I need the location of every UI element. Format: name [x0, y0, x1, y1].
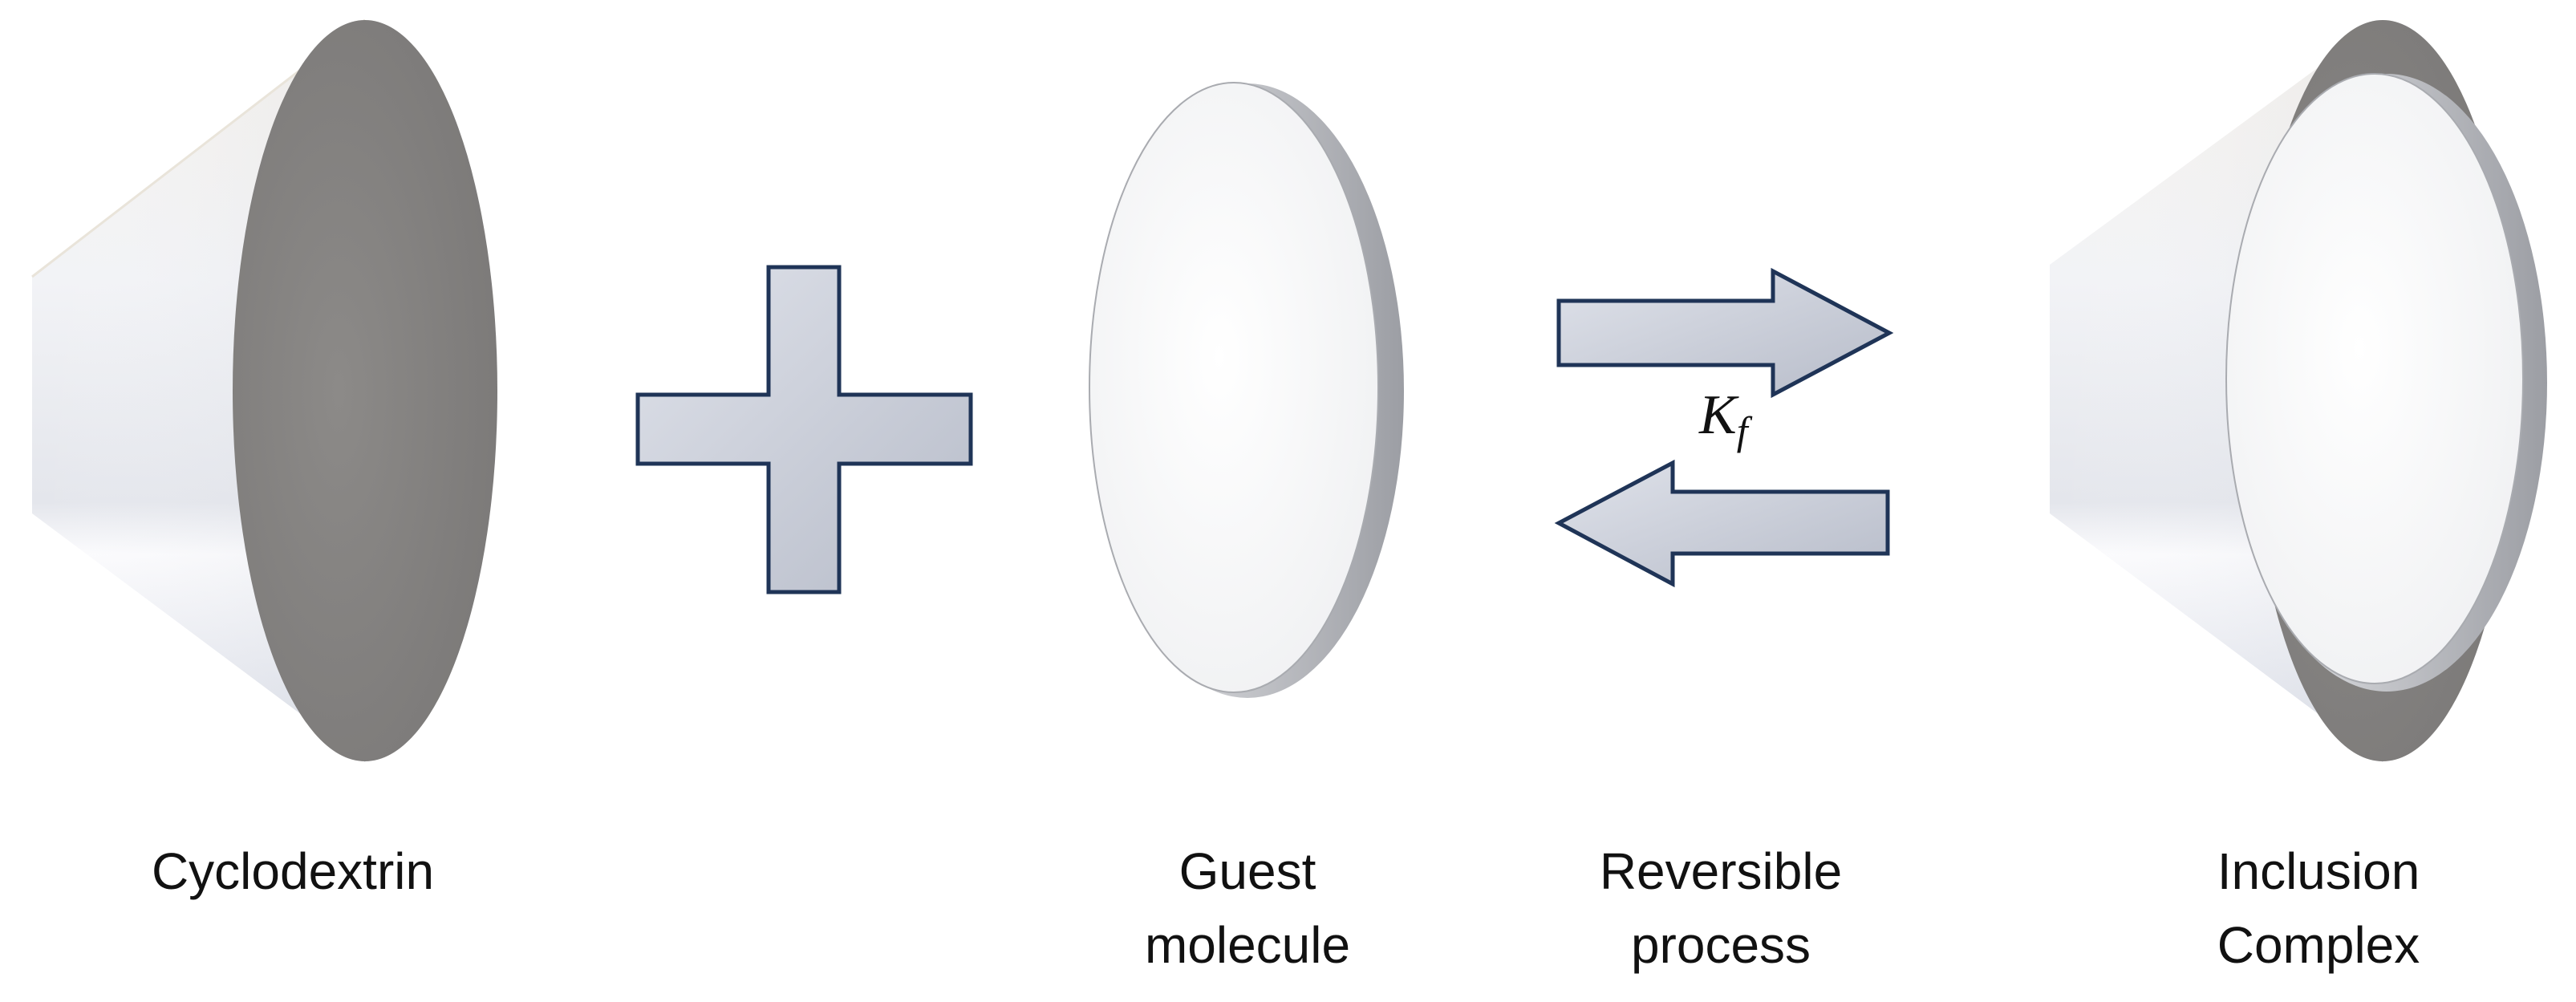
- caption-line: Cyclodextrin: [151, 842, 435, 900]
- inclusion-complex-caption: Inclusion Complex: [2158, 834, 2479, 982]
- cyclodextrin-cavity: [233, 20, 497, 761]
- guest-molecule-disc: [1089, 82, 1404, 698]
- guest-molecule-caption: Guest molecule: [1087, 834, 1408, 982]
- caption-line: Complex: [2217, 916, 2420, 974]
- caption-line: process: [1630, 916, 1811, 974]
- complex-guest-disc: [2225, 73, 2524, 684]
- cyclodextrin-caption: Cyclodextrin: [92, 834, 493, 908]
- caption-line: Guest: [1178, 842, 1316, 900]
- caption-line: Reversible: [1599, 842, 1843, 900]
- caption-line: molecule: [1144, 916, 1351, 974]
- formation-constant-label: Kf: [1699, 383, 1748, 454]
- forward-arrow: [1556, 267, 1894, 399]
- formation-constant-subscript: f: [1736, 408, 1748, 453]
- reversible-process-caption: Reversible process: [1560, 834, 1881, 982]
- inclusion-complex: [2050, 20, 2547, 762]
- cyclodextrin-cone: [31, 18, 497, 762]
- reverse-arrow: [1554, 459, 1890, 588]
- plus-sign: [635, 265, 973, 594]
- caption-line: Inclusion: [2217, 842, 2420, 900]
- formation-constant-symbol: K: [1699, 384, 1737, 446]
